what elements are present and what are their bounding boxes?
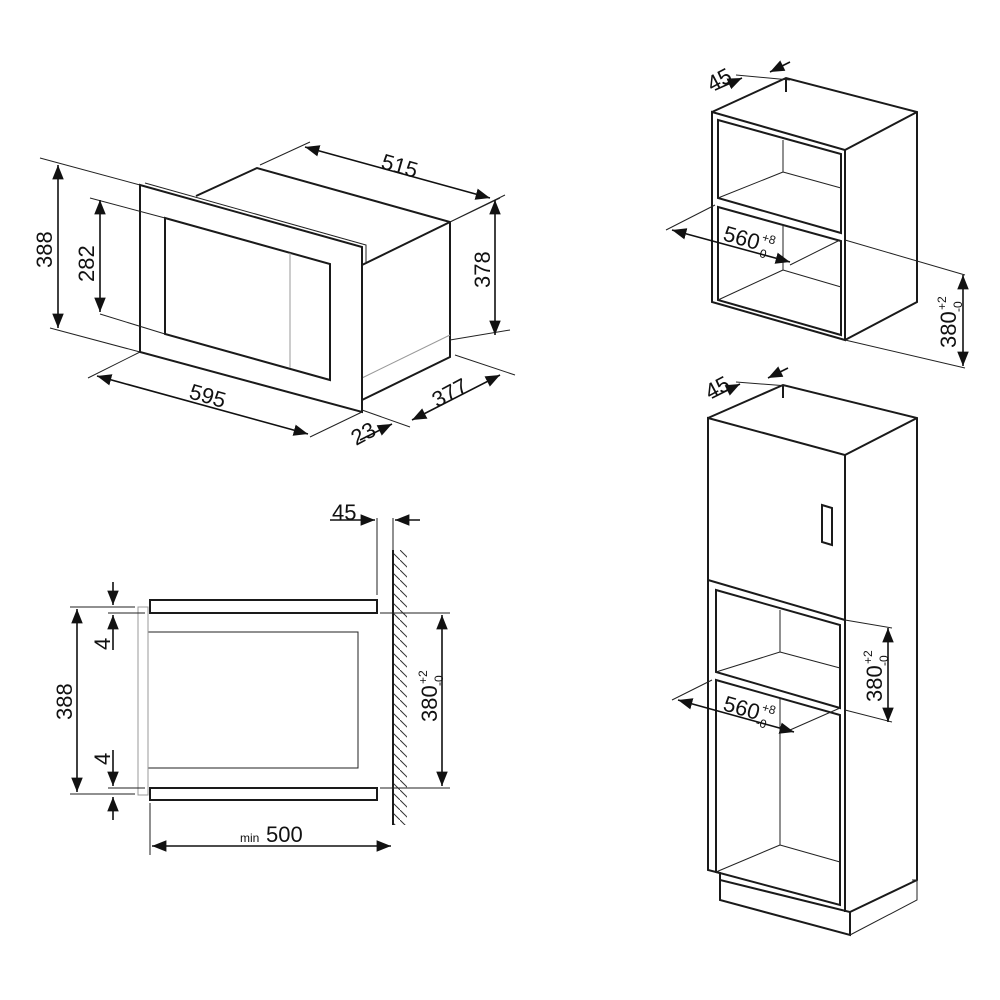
tall-height-tol-minus: -0 bbox=[877, 655, 891, 666]
section-view: 45 388 4 4 380 +2 -0 min 500 bbox=[52, 500, 450, 855]
tall-height-380-label: 380 bbox=[862, 665, 887, 702]
tall-cabinet-view: 45 560 +8 -0 380 +2 -0 bbox=[671, 366, 918, 937]
bottom-rail bbox=[149, 787, 378, 801]
niche-tol-minus: -0 bbox=[432, 675, 446, 686]
depth-515-label: 515 bbox=[379, 149, 421, 183]
tall-side-45-label: 45 bbox=[701, 371, 734, 405]
overall-height-388-label: 388 bbox=[52, 683, 77, 720]
gap-45-label: 45 bbox=[332, 500, 356, 525]
top-gap-4-label: 4 bbox=[90, 638, 115, 650]
wall-height-380-label: 380 bbox=[936, 311, 961, 348]
top-rail bbox=[149, 599, 378, 614]
wall-height-tol-minus: -0 bbox=[951, 301, 965, 312]
wall-hatching bbox=[393, 550, 407, 825]
bottom-gap-4-label: 4 bbox=[90, 753, 115, 765]
wall-side-45-label: 45 bbox=[703, 63, 736, 97]
width-595-label: 595 bbox=[187, 379, 229, 413]
oven-body bbox=[195, 166, 451, 401]
tall-width-tol-minus: -0 bbox=[754, 715, 768, 731]
depth-min-prefix: min bbox=[240, 831, 259, 845]
oven-dimensions: 515 388 282 378 595 377 23 bbox=[32, 141, 516, 451]
height-388-label: 388 bbox=[32, 231, 57, 268]
wall-cabinet-view: 45 560 +8 -0 380 +2 -0 bbox=[665, 60, 969, 369]
oven-inner-outline bbox=[147, 631, 359, 769]
body-depth-377-label: 377 bbox=[428, 373, 472, 412]
tall-height-tol-plus: +2 bbox=[861, 650, 875, 664]
niche-height-380-label: 380 bbox=[417, 685, 442, 722]
window-height-282-label: 282 bbox=[74, 245, 99, 282]
depth-500-label: 500 bbox=[266, 822, 303, 847]
tall-width-tol-plus: +8 bbox=[760, 700, 777, 717]
niche-tol-plus: +2 bbox=[416, 670, 430, 684]
wall-width-tol-plus: +8 bbox=[760, 230, 777, 247]
oven-front-frame bbox=[139, 182, 367, 414]
wall-height-tol-plus: +2 bbox=[935, 296, 949, 310]
wall-width-tol-minus: -0 bbox=[754, 245, 768, 261]
oven-isometric-view: 515 388 282 378 595 377 23 bbox=[32, 141, 516, 451]
body-height-378-label: 378 bbox=[470, 251, 495, 288]
frame-depth-23-label: 23 bbox=[347, 417, 380, 451]
